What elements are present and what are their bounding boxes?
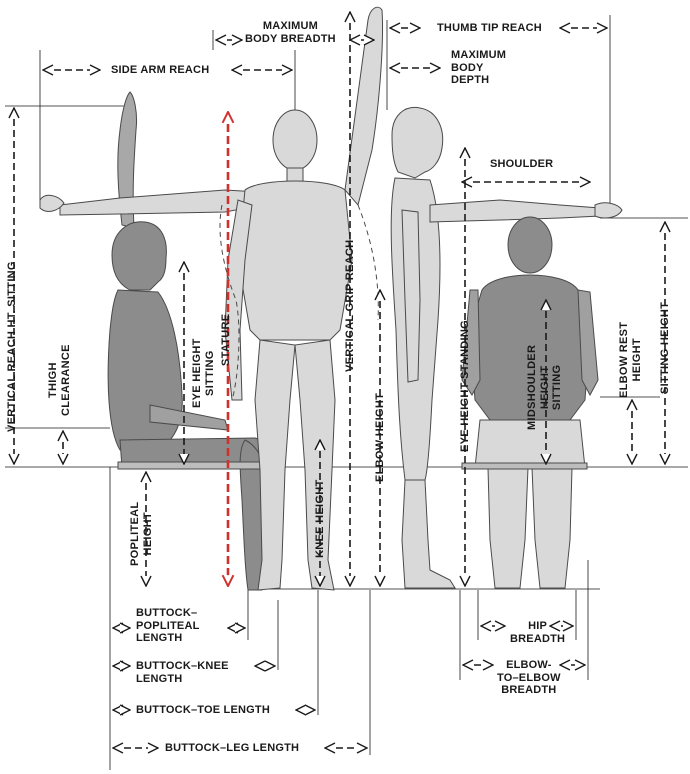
seated-back-figure [461,216,599,421]
label-knee-height: KNEE HEIGHT [314,479,326,558]
dimension-arrows [14,12,665,748]
label-max-body-depth: MAXIMUM BODY DEPTH [451,49,507,87]
label-elbow-height: ELBOW HEIGHT [374,392,386,482]
label-eye-height-standing: EYE HEIGHT STANDING [459,319,471,452]
label-hip-breadth: HIP BREADTH [510,620,566,645]
label-eye-height-sitting: EYE HEIGHT SITTING [191,338,216,408]
label-side-arm-reach: SIDE ARM REACH [111,64,210,76]
label-popliteal-height: POPLITEAL HEIGHT [129,501,154,566]
seated-back-legs [474,419,586,589]
side-reach-arm [59,189,263,216]
seat-back [461,462,588,470]
label-stature: STATURE [220,313,232,366]
side-standing-figure [390,106,456,589]
label-buttock-popliteal-length: BUTTOCK– POPLITEAL LENGTH [136,607,200,645]
label-thigh-clearance: THIGH CLEARANCE [47,344,72,416]
label-max-body-breadth: MAXIMUM BODY BREADTH [245,20,336,45]
label-elbow-rest-height: ELBOW REST HEIGHT [618,321,643,398]
label-sitting-height: SITTING HEIGHT [659,301,671,394]
label-buttock-leg-length: BUTTOCK–LEG LENGTH [165,742,300,754]
label-buttock-toe-length: BUTTOCK–TOE LENGTH [136,704,270,716]
reference-lines [5,15,688,770]
label-shoulder: SHOULDER [490,158,554,170]
seat-side [117,461,269,470]
label-midshoulder-height-sitting: MIDSHOULDER HEIGHT SITTING [526,344,564,430]
label-buttock-knee-length: BUTTOCK–KNEE LENGTH [136,660,229,685]
label-elbow-to-elbow-breadth: ELBOW- TO–ELBOW BREADTH [497,659,561,697]
label-vertical-reach-sitting: VERTICAL REACH HT. SITTING [6,261,18,432]
label-vertical-grip-reach: VERTICAL GRIP REACH [344,239,356,372]
label-thumb-tip-reach: THUMB TIP REACH [437,22,542,34]
